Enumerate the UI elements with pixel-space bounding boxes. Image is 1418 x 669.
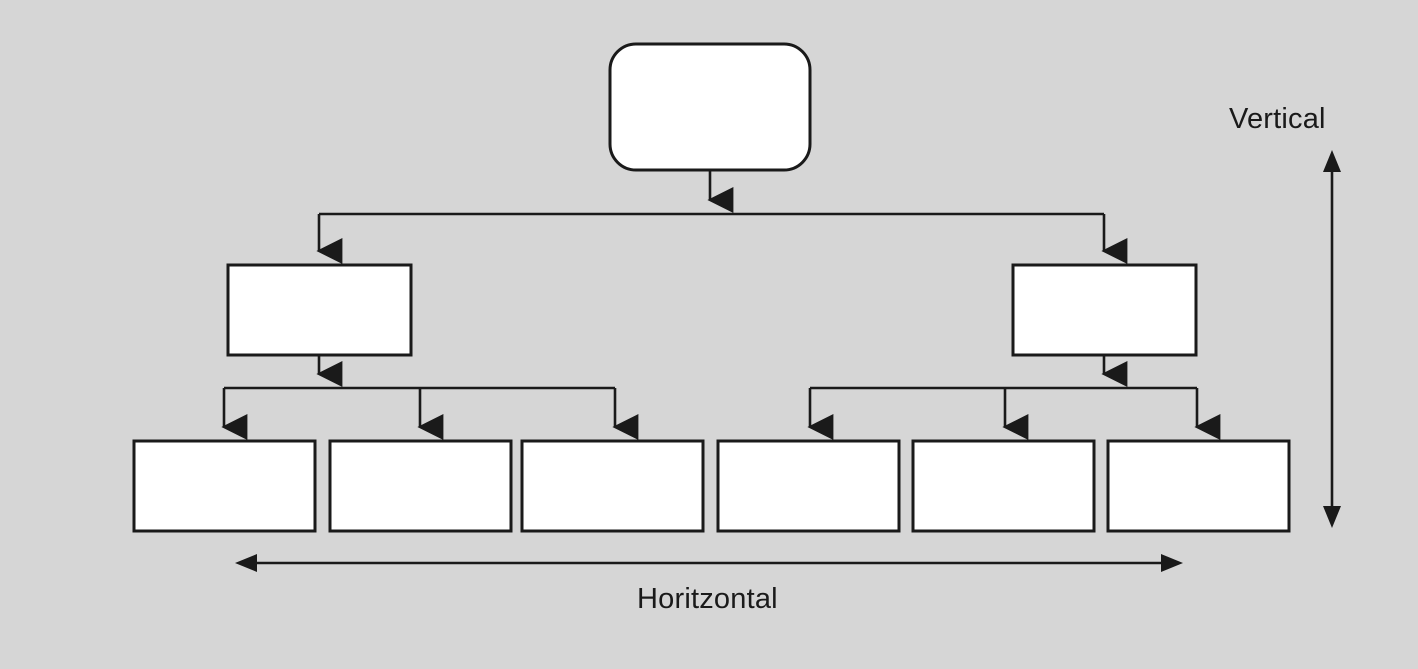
arrow-up-icon <box>1323 150 1341 172</box>
mid-node-left[interactable] <box>226 263 413 357</box>
leaf-node-1[interactable] <box>132 439 317 533</box>
arrow-down-icon <box>1323 506 1341 528</box>
connector-right-group <box>807 355 1221 440</box>
mid-node-right[interactable] <box>1011 263 1198 357</box>
arrow-left-icon <box>235 554 257 572</box>
arrow-right-icon <box>1161 554 1183 572</box>
leaf-node-3[interactable] <box>520 439 705 533</box>
leaf-node-4[interactable] <box>716 439 901 533</box>
horizontal-axis-label: Horitzontal <box>637 583 778 615</box>
horizontal-measure-arrow <box>235 554 1183 572</box>
vertical-axis-label: Vertical <box>1229 103 1326 135</box>
leaf-node-2[interactable] <box>328 439 513 533</box>
connector-root-to-mid-group <box>316 170 1128 264</box>
leaf-node-6[interactable] <box>1106 439 1291 533</box>
root-node[interactable] <box>608 42 812 172</box>
leaf-node-5[interactable] <box>911 439 1096 533</box>
connector-left-group <box>221 355 639 440</box>
vertical-measure-arrow <box>1323 150 1341 528</box>
